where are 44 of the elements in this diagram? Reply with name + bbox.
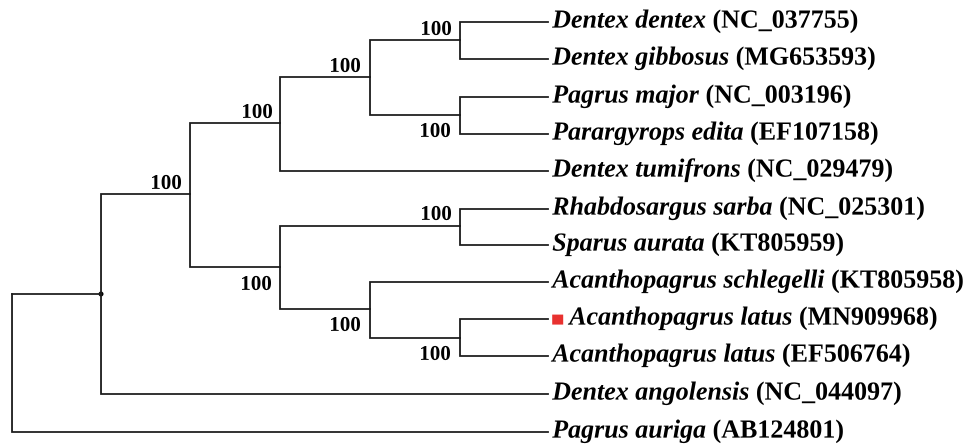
bootstrap-value: 100 bbox=[420, 122, 450, 138]
tree-branch bbox=[459, 318, 549, 339]
taxon-label: Parargyrops edita (EF107158) bbox=[552, 122, 878, 146]
bootstrap-value: 100 bbox=[420, 346, 450, 360]
tree-branch bbox=[279, 266, 371, 310]
bootstrap-value: 100 bbox=[243, 104, 272, 118]
tree-branch bbox=[100, 193, 191, 295]
taxon-label: Acanthopagrus schlegelli (KT805958) bbox=[550, 270, 963, 294]
tree-branch bbox=[100, 293, 549, 395]
tree-branch bbox=[189, 122, 281, 195]
taxon-label: Acanthopagrus latus (EF506764) bbox=[550, 344, 910, 368]
tree-branch bbox=[459, 21, 549, 41]
taxon-label: Sparus aurata (KT805959) bbox=[552, 232, 843, 256]
tree-branch bbox=[279, 76, 371, 124]
tree-branch bbox=[11, 293, 102, 295]
tree-branch bbox=[459, 114, 549, 135]
taxon-label: Dentex tumifrons (NC_029479) bbox=[552, 158, 892, 182]
taxon-label: Dentex gibbosus (MG653593) bbox=[552, 46, 875, 70]
tree-branch bbox=[459, 208, 549, 227]
taxon-label: Dentex dentex (NC_037755) bbox=[552, 10, 858, 34]
tree-branch bbox=[369, 308, 461, 339]
taxon-label: Acanthopagrus latus (MN909968) bbox=[552, 306, 936, 330]
tree-branch bbox=[369, 39, 461, 78]
tree-branch bbox=[369, 281, 549, 310]
bootstrap-value: 100 bbox=[330, 58, 360, 72]
bootstrap-value: 100 bbox=[330, 316, 360, 332]
tree-branch bbox=[459, 39, 549, 60]
taxon-label: Pagrus auriga (AB124801) bbox=[552, 420, 843, 444]
bootstrap-value: 100 bbox=[242, 276, 272, 290]
bootstrap-value: 100 bbox=[422, 20, 452, 36]
tree-branch bbox=[11, 293, 549, 433]
tree-branch bbox=[459, 96, 549, 116]
tree-branch bbox=[189, 193, 281, 268]
bootstrap-value: 100 bbox=[422, 206, 452, 220]
tree-branch bbox=[279, 225, 461, 268]
tree-branch bbox=[369, 76, 461, 116]
taxon-label: Rhabdosargus sarba (NC_025301) bbox=[552, 196, 924, 220]
tree-branch bbox=[279, 122, 549, 172]
branch-point bbox=[98, 292, 104, 296]
tree-branch bbox=[459, 337, 549, 357]
bootstrap-value: 100 bbox=[152, 174, 182, 190]
taxon-label: Pagrus major (NC_003196) bbox=[552, 84, 850, 108]
tree-branch bbox=[459, 225, 549, 246]
taxon-label: Dentex angolensis (NC_044097) bbox=[552, 382, 901, 406]
